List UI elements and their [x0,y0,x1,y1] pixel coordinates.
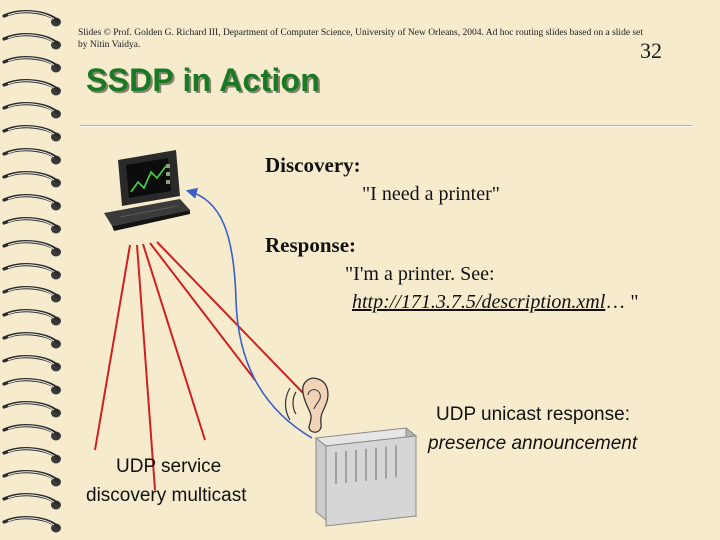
laptop-icon [104,150,190,231]
binding-ring-highlight [7,80,55,89]
credit-line-2: by Nitin Vaidya. [78,40,141,50]
binding-ring-highlight [7,494,55,503]
binding-ring-highlight [7,195,55,204]
binding-ring-highlight [7,287,55,296]
credit-text: Slides © Prof. Golden G. Richard III, De… [78,27,698,51]
credit-line-1: Slides © Prof. Golden G. Richard III, De… [78,28,643,38]
binding-ring-highlight [7,218,55,227]
binding-ring-highlight [7,425,55,434]
binding-ring-highlight [7,471,55,480]
binding-ring-highlight [7,241,55,250]
multicast-label-line-1: UDP service [116,456,222,477]
binding-ring-highlight [7,34,55,43]
binding-ring-highlight [7,126,55,135]
description-url[interactable]: http://171.3.7.5/description.xml [352,291,606,313]
binding-ring-highlight [7,448,55,457]
printer-server-icon [314,426,418,527]
slide-title: SSDP in Action [86,62,320,98]
binding-ring-highlight [7,103,55,112]
response-suffix: … " [605,291,639,313]
binding-ring-highlight [7,356,55,365]
response-line-2: http://171.3.7.5/description.xml… " [352,291,638,314]
binding-ring-highlight [7,149,55,158]
response-line-1: "I'm a printer. See: [345,263,495,285]
unicast-arrow [185,187,313,439]
binding-ring-highlight [7,402,55,411]
binding-ring-highlight [7,517,55,526]
binding-ring-highlight [7,11,55,20]
unicast-label-line-1: UDP unicast response: [436,404,630,425]
binding-ring-highlight [7,264,55,273]
binding-ring-highlight [7,379,55,388]
binding-ring-highlight [7,310,55,319]
discovery-message: "I need a printer" [362,183,500,205]
response-heading: Response: [265,233,357,257]
binding-ring-highlight [7,172,55,181]
title-divider [80,125,692,127]
discovery-heading: Discovery: [265,153,361,177]
binding-ring-highlight [7,57,55,66]
binding-ring-highlight [7,333,55,342]
unicast-label-line-2: presence announcement [428,433,638,454]
multicast-lines [94,241,306,491]
multicast-label-line-2: discovery multicast [86,485,247,506]
ear-icon [284,377,329,433]
slide-number: 32 [640,38,662,63]
spiral-binding-icon [2,10,61,533]
